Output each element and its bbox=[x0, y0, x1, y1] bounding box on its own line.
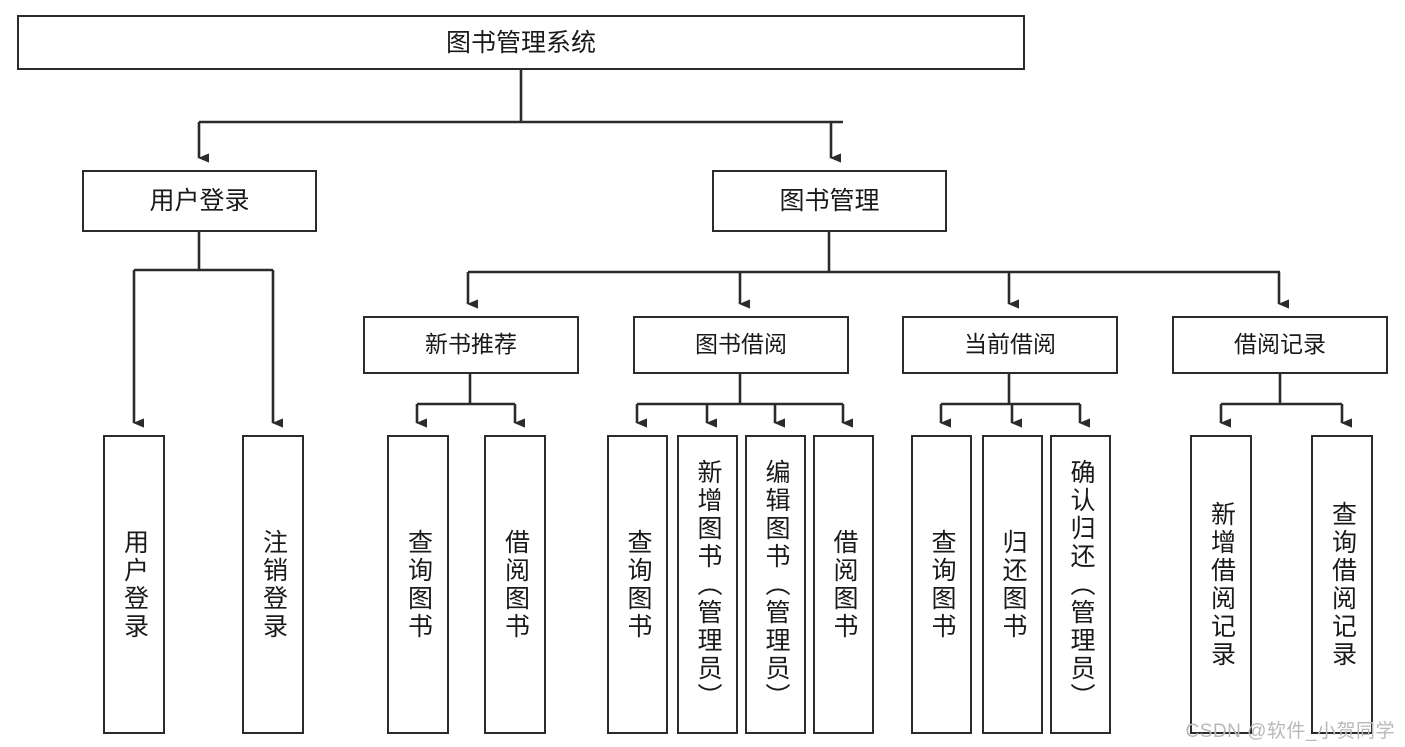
leaf-node-label: 借阅图书 bbox=[501, 528, 530, 641]
leaf-node[interactable]: 查询图书 bbox=[607, 435, 668, 734]
leaf-node-label: 借阅图书 bbox=[830, 528, 858, 641]
leaf-node-label: 注销登录 bbox=[259, 528, 288, 641]
leaf-node[interactable]: 新增图书（管理员） bbox=[677, 435, 738, 734]
leaf-node[interactable]: 确认归还（管理员） bbox=[1050, 435, 1111, 734]
leaf-node[interactable]: 查询图书 bbox=[911, 435, 972, 734]
leaf-node-label: 新增图书（管理员） bbox=[694, 458, 722, 711]
node-new-book-recommend[interactable]: 新书推荐 bbox=[363, 316, 579, 374]
leaf-node[interactable]: 归还图书 bbox=[982, 435, 1043, 734]
leaf-node-label: 查询图书 bbox=[404, 528, 433, 641]
node-user-login-label: 用户登录 bbox=[149, 187, 250, 215]
node-current-borrow[interactable]: 当前借阅 bbox=[902, 316, 1118, 374]
leaf-node[interactable]: 新增借阅记录 bbox=[1190, 435, 1252, 734]
csdn-watermark: CSDN @软件_小贺同学 bbox=[1185, 721, 1395, 742]
leaf-node-label: 新增借阅记录 bbox=[1207, 500, 1236, 669]
node-book-borrow-label: 图书借阅 bbox=[695, 331, 787, 358]
leaf-node-label: 查询图书 bbox=[624, 528, 652, 641]
leaf-node-label: 用户登录 bbox=[120, 528, 149, 641]
leaf-node[interactable]: 查询借阅记录 bbox=[1311, 435, 1373, 734]
leaf-node-label: 确认归还（管理员） bbox=[1067, 458, 1095, 711]
node-borrow-record[interactable]: 借阅记录 bbox=[1172, 316, 1388, 374]
leaf-node-label: 查询借阅记录 bbox=[1328, 500, 1357, 669]
node-book-management[interactable]: 图书管理 bbox=[712, 170, 947, 232]
leaf-node[interactable]: 查询图书 bbox=[387, 435, 449, 734]
leaf-node[interactable]: 借阅图书 bbox=[813, 435, 874, 734]
node-book-borrow[interactable]: 图书借阅 bbox=[633, 316, 849, 374]
node-new-book-recommend-label: 新书推荐 bbox=[425, 331, 517, 358]
node-root[interactable]: 图书管理系统 bbox=[17, 15, 1025, 70]
leaf-node-label: 编辑图书（管理员） bbox=[762, 458, 790, 711]
node-user-login[interactable]: 用户登录 bbox=[82, 170, 317, 232]
leaf-node[interactable]: 编辑图书（管理员） bbox=[745, 435, 806, 734]
leaf-node[interactable]: 注销登录 bbox=[242, 435, 304, 734]
leaf-node[interactable]: 用户登录 bbox=[103, 435, 165, 734]
node-borrow-record-label: 借阅记录 bbox=[1234, 331, 1326, 358]
node-current-borrow-label: 当前借阅 bbox=[964, 331, 1056, 358]
node-book-management-label: 图书管理 bbox=[779, 187, 880, 215]
leaf-node-label: 归还图书 bbox=[999, 528, 1027, 641]
leaf-node[interactable]: 借阅图书 bbox=[484, 435, 546, 734]
leaf-node-label: 查询图书 bbox=[928, 528, 956, 641]
node-root-label: 图书管理系统 bbox=[445, 28, 596, 57]
